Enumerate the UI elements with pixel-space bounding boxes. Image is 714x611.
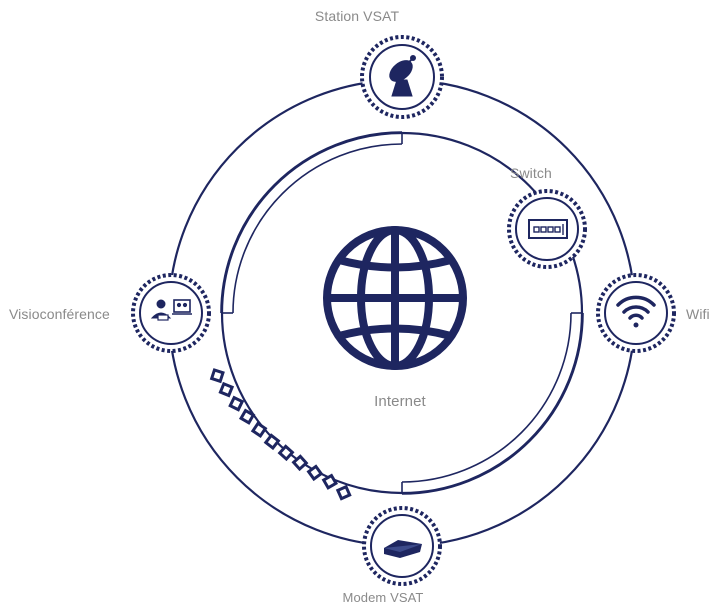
- wifi-icon: [616, 295, 656, 328]
- label-modem-vsat: Modem VSAT: [342, 590, 424, 605]
- square-chain: [209, 368, 352, 501]
- label-station-vsat: Station VSAT: [314, 8, 400, 24]
- double-arc-left: [220, 131, 403, 314]
- node-station-vsat[interactable]: [360, 35, 444, 119]
- globe-icon: [323, 226, 467, 370]
- node-visioconference[interactable]: [131, 273, 211, 353]
- node-switch[interactable]: [507, 189, 587, 269]
- videoconference-icon: [150, 299, 192, 321]
- label-wifi: Wifi: [686, 306, 710, 322]
- outer-ring: [167, 78, 637, 548]
- network-switch-icon: [528, 219, 568, 239]
- modem-icon: [384, 540, 422, 558]
- node-modem-vsat[interactable]: [362, 506, 442, 586]
- satellite-dish-icon: [389, 55, 416, 97]
- label-internet: Internet: [374, 393, 426, 410]
- label-visioconference: Visioconférence: [9, 306, 110, 322]
- label-switch: Switch: [510, 165, 552, 181]
- double-arc-right: [401, 312, 584, 495]
- node-wifi[interactable]: [596, 273, 676, 353]
